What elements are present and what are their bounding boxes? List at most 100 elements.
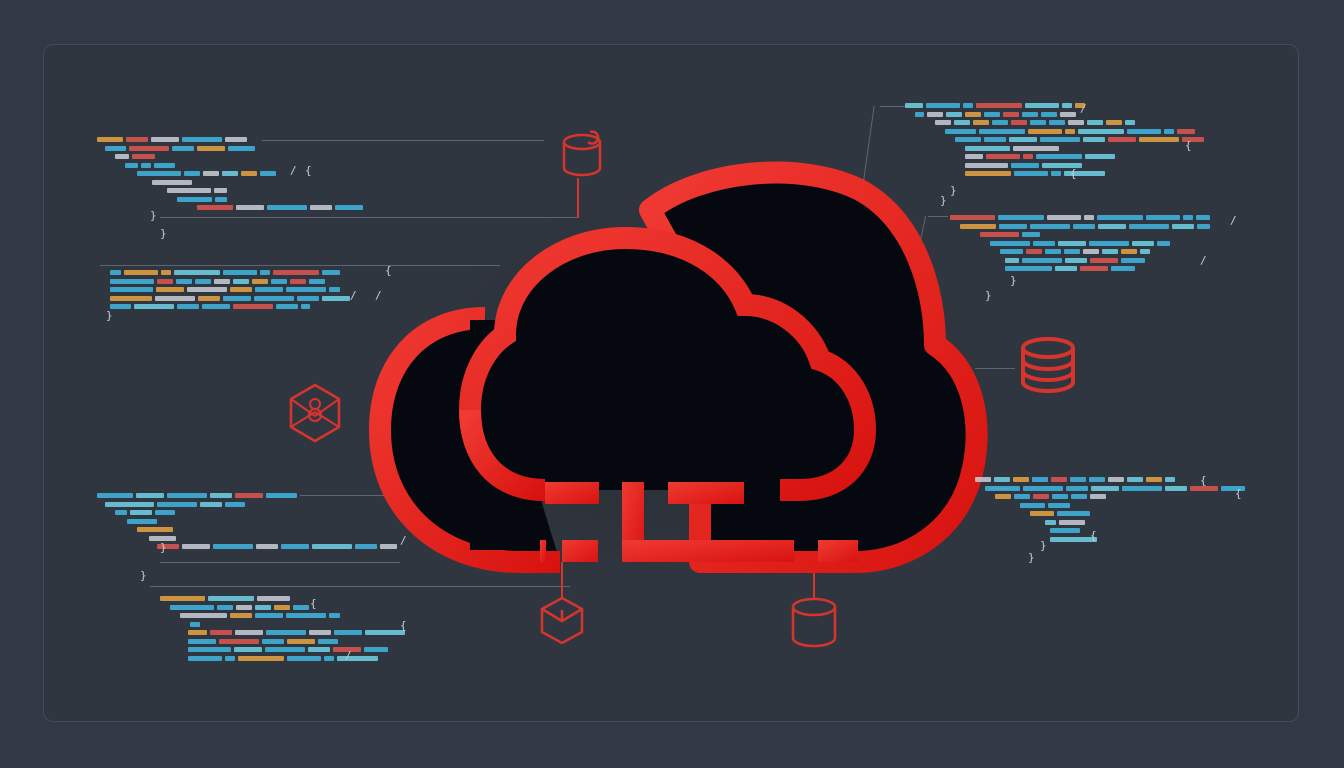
code-token bbox=[1108, 137, 1136, 142]
code-token bbox=[1065, 128, 1075, 134]
code-brace: { bbox=[1090, 529, 1097, 542]
code-line bbox=[915, 111, 1076, 117]
code-token bbox=[156, 287, 184, 292]
code-token bbox=[271, 278, 287, 284]
code-token bbox=[97, 493, 133, 498]
code-token bbox=[998, 215, 1044, 220]
code-token bbox=[973, 120, 989, 125]
code-token bbox=[257, 596, 290, 601]
code-brace: } bbox=[1010, 274, 1017, 287]
code-line bbox=[905, 103, 1085, 108]
code-token bbox=[1146, 477, 1162, 482]
code-token bbox=[1127, 477, 1143, 482]
code-token bbox=[1032, 477, 1048, 482]
code-token bbox=[1033, 494, 1049, 499]
code-token bbox=[188, 630, 207, 635]
code-brace: { bbox=[310, 597, 317, 610]
code-token bbox=[1022, 257, 1062, 263]
code-token bbox=[115, 510, 127, 515]
code-line bbox=[157, 544, 397, 549]
code-token bbox=[213, 544, 253, 549]
code-line bbox=[935, 120, 1135, 125]
code-brace: } bbox=[160, 227, 167, 240]
code-token bbox=[1060, 111, 1076, 117]
code-brace: / bbox=[350, 289, 357, 302]
code-token bbox=[1111, 266, 1135, 271]
code-line bbox=[105, 145, 255, 151]
code-token bbox=[1068, 120, 1084, 125]
code-line bbox=[188, 630, 405, 635]
code-token bbox=[235, 630, 263, 635]
code-token bbox=[1091, 485, 1119, 491]
code-token bbox=[365, 630, 405, 635]
code-token bbox=[214, 188, 227, 193]
code-token bbox=[149, 535, 176, 541]
code-token bbox=[1058, 240, 1086, 246]
code-token bbox=[329, 613, 340, 618]
code-token bbox=[1033, 240, 1055, 246]
code-token bbox=[132, 154, 155, 159]
code-line bbox=[1030, 511, 1090, 516]
code-token bbox=[312, 544, 352, 549]
code-line bbox=[125, 162, 175, 168]
code-line bbox=[110, 270, 340, 275]
code-line bbox=[980, 232, 1040, 237]
code-brace: } bbox=[950, 184, 957, 197]
code-brace: { bbox=[385, 264, 392, 277]
code-token bbox=[1050, 536, 1097, 542]
code-token bbox=[1129, 223, 1169, 229]
code-token bbox=[217, 604, 233, 610]
code-token bbox=[1085, 154, 1115, 159]
code-line bbox=[110, 278, 325, 284]
code-token bbox=[238, 655, 284, 661]
code-token bbox=[1127, 128, 1161, 134]
code-token bbox=[177, 304, 199, 309]
code-token bbox=[154, 162, 175, 168]
code-brace: / bbox=[345, 649, 352, 662]
code-brace: { bbox=[400, 619, 407, 632]
code-token bbox=[254, 295, 294, 301]
code-token bbox=[985, 485, 1020, 491]
code-token bbox=[124, 270, 158, 275]
code-token bbox=[1090, 257, 1118, 263]
code-token bbox=[110, 304, 131, 309]
code-token bbox=[233, 304, 273, 309]
code-token bbox=[137, 171, 181, 176]
code-token bbox=[286, 613, 326, 618]
code-line bbox=[152, 179, 192, 185]
code-token bbox=[1062, 103, 1072, 108]
code-token bbox=[1097, 215, 1143, 220]
code-line bbox=[975, 477, 1175, 482]
code-token bbox=[155, 510, 175, 515]
code-token bbox=[151, 137, 179, 142]
connector-line bbox=[262, 140, 544, 141]
code-token bbox=[1157, 240, 1170, 246]
code-token bbox=[380, 544, 397, 549]
code-token bbox=[1022, 111, 1038, 117]
code-token bbox=[926, 103, 960, 108]
code-token bbox=[184, 171, 200, 176]
code-token bbox=[105, 145, 126, 151]
code-token bbox=[1030, 120, 1046, 125]
code-token bbox=[1071, 494, 1087, 499]
code-token bbox=[235, 493, 263, 498]
code-token bbox=[129, 145, 169, 151]
code-token bbox=[1042, 162, 1082, 168]
code-token bbox=[188, 647, 231, 652]
code-token bbox=[222, 171, 238, 176]
code-token bbox=[1048, 502, 1070, 508]
code-token bbox=[1064, 171, 1105, 176]
code-token bbox=[1122, 485, 1162, 491]
code-brace: { bbox=[1185, 139, 1192, 152]
code-token bbox=[309, 278, 325, 284]
code-line bbox=[188, 655, 378, 661]
code-token bbox=[955, 137, 981, 142]
code-token bbox=[1089, 240, 1129, 246]
code-line bbox=[110, 287, 340, 292]
code-token bbox=[202, 304, 230, 309]
code-token bbox=[1059, 519, 1085, 525]
code-line bbox=[149, 535, 176, 541]
code-brace: / bbox=[1230, 214, 1237, 227]
code-line bbox=[990, 240, 1170, 246]
code-token bbox=[214, 278, 230, 284]
